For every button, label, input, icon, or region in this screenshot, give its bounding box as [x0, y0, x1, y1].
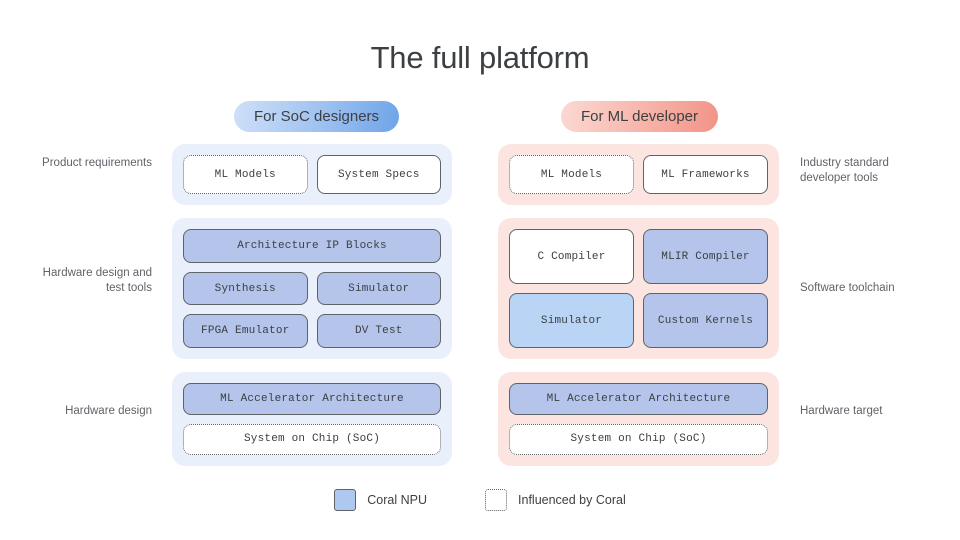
row-label-software-toolchain: Software toolchain [800, 282, 895, 294]
component-box-ml-models: ML Models [183, 155, 308, 194]
component-box-system-specs: System Specs [316, 155, 441, 194]
column-header-ml-developer: For ML developer [561, 101, 718, 132]
box-row: Architecture IP Blocks [183, 229, 441, 263]
row-label-product-requirements: Product requirements [42, 157, 152, 169]
legend-item-influenced-by-coral: Influenced by Coral [485, 489, 626, 511]
row-label-hardware-design: Hardware design [65, 405, 152, 417]
page-title: The full platform [370, 40, 590, 75]
component-box-synthesis: Synthesis [183, 271, 308, 306]
row-label-hardware-design-and-test-tools: Hardware design and test tools [42, 267, 152, 294]
component-box-fpga-emulator: FPGA Emulator [183, 314, 308, 349]
column-header-soc-designers: For SoC designers [234, 101, 400, 132]
legend-item-coral-npu: Coral NPU [334, 489, 427, 511]
row-label-industry-standard-developer-tools: Industry standard developer tools [800, 157, 889, 184]
component-box-dv-test: DV Test [316, 314, 441, 349]
component-box-ml-models: ML Models [509, 155, 634, 194]
legend-swatch-coral-npu-icon [334, 489, 357, 511]
component-box-simulator: Simulator [509, 293, 634, 348]
component-box-architecture-ip-blocks: Architecture IP Blocks [183, 229, 441, 263]
legend-label: Influenced by Coral [518, 493, 626, 507]
box-row: System on Chip (SoC) [183, 423, 441, 455]
component-box-c-compiler: C Compiler [509, 229, 634, 284]
legend: Coral NPU Influenced by Coral [0, 489, 960, 511]
legend-swatch-influenced-icon [485, 489, 508, 511]
row-label-hardware-target: Hardware target [800, 405, 883, 417]
component-box-system-on-chip-soc: System on Chip (SoC) [509, 423, 768, 455]
component-box-ml-accelerator-architecture: ML Accelerator Architecture [509, 383, 768, 415]
component-box-ml-frameworks: ML Frameworks [643, 155, 768, 194]
component-box-simulator: Simulator [316, 271, 441, 306]
box-row: System on Chip (SoC) [509, 423, 768, 455]
component-box-ml-accelerator-architecture: ML Accelerator Architecture [183, 383, 441, 415]
box-row: ML Accelerator Architecture [183, 383, 441, 415]
component-box-custom-kernels: Custom Kernels [643, 293, 768, 348]
box-row: ML Accelerator Architecture [509, 383, 768, 415]
component-box-mlir-compiler: MLIR Compiler [643, 229, 768, 284]
legend-label: Coral NPU [367, 493, 428, 507]
component-box-system-on-chip-soc: System on Chip (SoC) [183, 423, 441, 455]
